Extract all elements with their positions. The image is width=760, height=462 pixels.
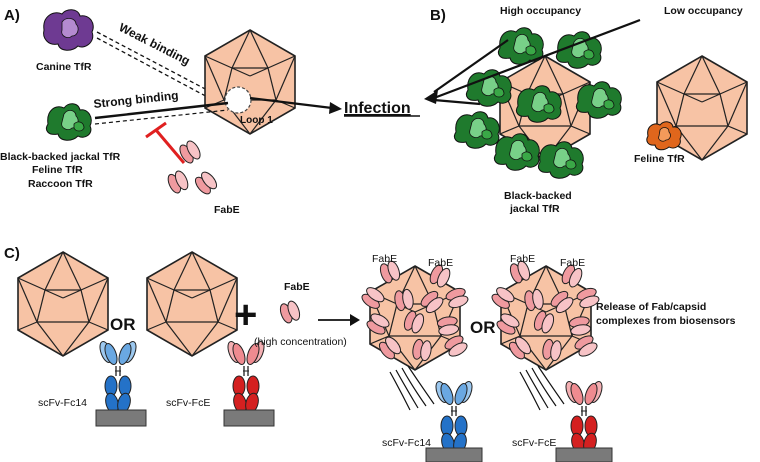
jackal-tfr-icon bbox=[45, 103, 92, 141]
fab-c-icon bbox=[277, 299, 303, 325]
fab-icon bbox=[165, 138, 220, 197]
loop-1-marker bbox=[224, 86, 252, 114]
infection-label: Infection bbox=[344, 100, 411, 117]
loop-1-label: Loop 1 bbox=[240, 115, 273, 126]
jackal-tfr-label-line-1: Black-backed bbox=[504, 190, 572, 202]
release-motion-lines-1 bbox=[389, 365, 435, 411]
antibody-fc14-icon bbox=[96, 339, 140, 415]
plus-sign: + bbox=[234, 293, 257, 337]
inhibition-line bbox=[154, 129, 186, 164]
fab-c-label: FabE bbox=[284, 281, 310, 293]
biosensor-surface-1 bbox=[95, 409, 147, 427]
fab-label: FabE bbox=[214, 204, 240, 216]
tfr-list-line-1: Black-backed jackal TfR bbox=[0, 151, 121, 163]
process-arrowhead bbox=[350, 314, 360, 326]
strong-binding-line-2 bbox=[94, 109, 229, 125]
scfv-fce-label: scFv-FcE bbox=[166, 397, 210, 409]
tfr-list-line-3: Raccoon TfR bbox=[28, 178, 93, 190]
antibody-fce-icon-right bbox=[562, 379, 606, 455]
capsid-c-2 bbox=[146, 251, 238, 357]
biosensor-surface-3 bbox=[425, 447, 483, 462]
panel-b: B) High occupancy Low occupancy Black-ba… bbox=[424, 5, 748, 215]
fab-top-label-1: FabE bbox=[372, 253, 397, 265]
or-label-2: OR bbox=[470, 318, 496, 337]
high-occupancy-arrow bbox=[433, 39, 509, 93]
fab-top-label-4: FabE bbox=[560, 257, 585, 269]
panel-a: A) Canine TfR Weak binding Loop 1 Strong… bbox=[0, 7, 420, 216]
high-concentration-label: (high concentration) bbox=[254, 336, 347, 348]
release-motion-lines-2 bbox=[519, 365, 565, 411]
scfv-fce-label-right: scFv-FcE bbox=[512, 437, 556, 449]
high-occupancy-arrowhead bbox=[424, 90, 438, 104]
inhibition-bar bbox=[145, 121, 167, 139]
fab-top-label-2: FabE bbox=[428, 257, 453, 269]
tfr-list-line-2: Feline TfR bbox=[32, 164, 83, 176]
weak-binding-line-2 bbox=[96, 37, 229, 109]
feline-tfr-label: Feline TfR bbox=[634, 153, 685, 165]
fab-top-label-3: FabE bbox=[510, 253, 535, 265]
low-occupancy-label: Low occupancy bbox=[664, 5, 743, 17]
panel-a-label: A) bbox=[4, 7, 20, 24]
antibody-fce-icon bbox=[224, 339, 268, 415]
antibody-fc14-icon-right bbox=[432, 379, 476, 455]
high-occupancy-arrow-2 bbox=[433, 18, 641, 100]
release-label-line-1: Release of Fab/capsid bbox=[596, 301, 706, 313]
release-label-line-2: complexes from biosensors bbox=[596, 315, 736, 327]
or-label-1: OR bbox=[110, 315, 136, 334]
strong-binding-label: Strong binding bbox=[93, 88, 179, 111]
jackal-tfr-label-line-2: jackal TfR bbox=[509, 203, 560, 215]
infection-arrowhead bbox=[329, 102, 342, 114]
scfv-fc14-label: scFv-Fc14 bbox=[38, 397, 87, 409]
panel-c: C) OR + scFv-Fc14 scFv-FcE FabE (high co… bbox=[4, 245, 736, 462]
weak-binding-label: Weak binding bbox=[117, 20, 193, 68]
infection-arrow bbox=[249, 96, 333, 110]
biosensor-surface-4 bbox=[555, 447, 613, 462]
high-occupancy-label: High occupancy bbox=[500, 5, 581, 17]
high-occupancy-arrow-3 bbox=[433, 98, 481, 106]
biosensor-surface-2 bbox=[223, 409, 275, 427]
feline-tfr-icon bbox=[646, 121, 682, 151]
panel-b-label: B) bbox=[430, 7, 446, 24]
scfv-fc14-label-right: scFv-Fc14 bbox=[382, 437, 431, 449]
canine-tfr-label: Canine TfR bbox=[36, 61, 92, 73]
panel-c-label: C) bbox=[4, 245, 20, 262]
strong-binding-line bbox=[94, 101, 229, 120]
canine-tfr-icon bbox=[43, 9, 94, 51]
capsid-c-1 bbox=[17, 251, 109, 357]
